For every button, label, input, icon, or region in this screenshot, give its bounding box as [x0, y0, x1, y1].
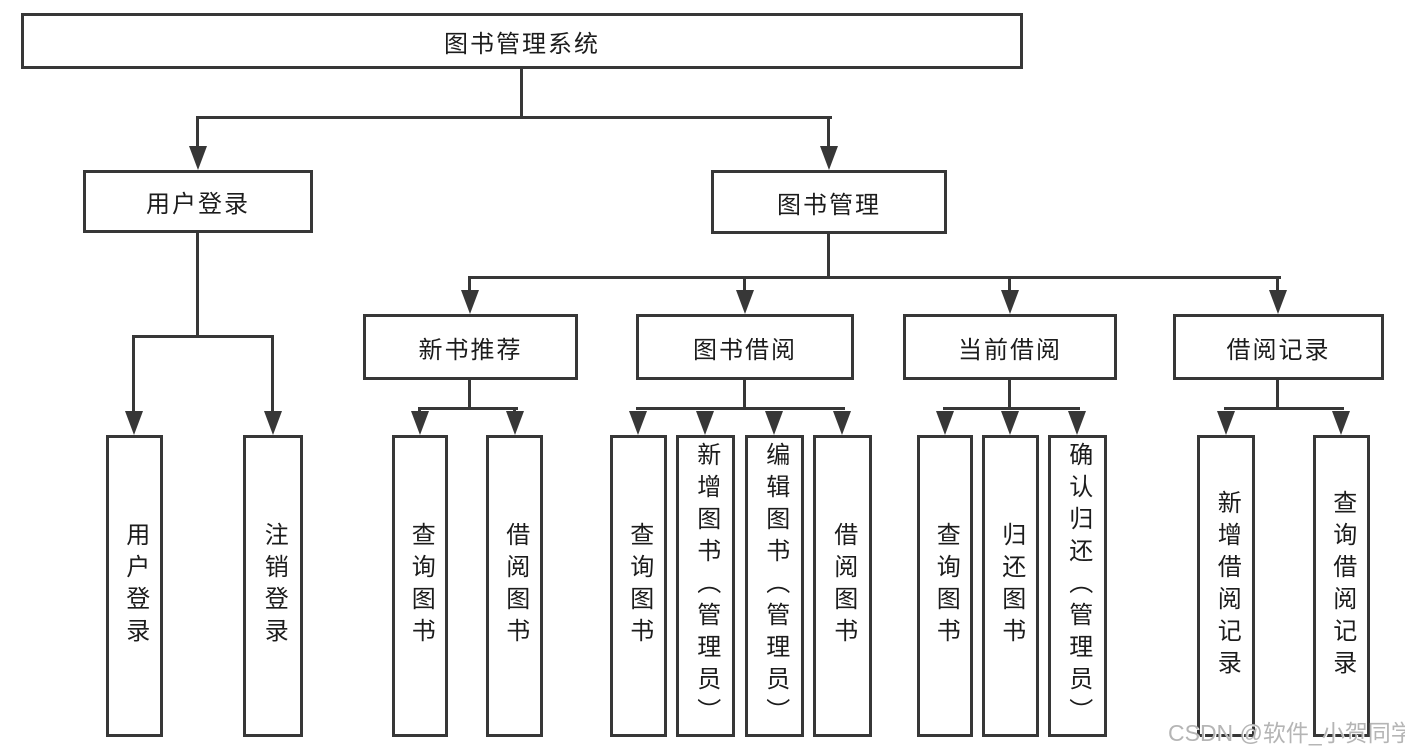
node-label: 借阅图书: [829, 522, 857, 650]
connector-stem: [1008, 380, 1011, 409]
arrowhead-icon: [696, 411, 714, 435]
arrowhead-icon: [736, 290, 754, 314]
node-label: 新增图书（管理员）: [692, 442, 720, 730]
node-label: 图书借阅: [693, 336, 797, 364]
node-root: 图书管理系统: [21, 13, 1023, 69]
connector-stem: [196, 233, 199, 337]
connector-stem: [827, 116, 830, 152]
node-query-book-1: 查询图书: [392, 435, 448, 737]
node-label: 当前借阅: [958, 336, 1062, 364]
node-label: 查询图书: [625, 522, 653, 650]
arrowhead-icon: [264, 411, 282, 435]
connector-stem: [468, 380, 471, 409]
arrowhead-icon: [506, 411, 524, 435]
node-query-book-3: 查询图书: [917, 435, 973, 737]
arrowhead-icon: [1332, 411, 1350, 435]
node-label: 借阅图书: [501, 522, 529, 650]
node-label: 确认归还（管理员）: [1064, 442, 1092, 730]
connector-stem: [271, 335, 274, 417]
connector-l3-hbar: [468, 276, 1281, 279]
connector-stem: [1276, 380, 1279, 409]
arrowhead-icon: [833, 411, 851, 435]
node-label: 编辑图书（管理员）: [761, 442, 789, 730]
node-label: 借阅记录: [1226, 336, 1331, 364]
arrowhead-icon: [1001, 290, 1019, 314]
arrowhead-icon: [461, 290, 479, 314]
connector-hbar: [943, 407, 1080, 410]
arrowhead-icon: [411, 411, 429, 435]
node-logout-leaf: 注销登录: [243, 435, 303, 737]
connector-stem: [743, 380, 746, 409]
connector-l2-hbar: [196, 116, 832, 119]
node-label: 注销登录: [260, 522, 288, 650]
connector-stem: [1276, 276, 1279, 296]
arrowhead-icon: [936, 411, 954, 435]
node-label: 用户登录: [146, 191, 250, 218]
connector-hbar: [418, 407, 518, 410]
connector-stem: [743, 276, 746, 296]
connector-stem: [1008, 276, 1011, 296]
node-label: 归还图书: [997, 522, 1025, 650]
node-return-book: 归还图书: [982, 435, 1039, 737]
node-borrowing-records: 借阅记录: [1173, 314, 1384, 380]
node-label: 查询借阅记录: [1328, 490, 1356, 682]
node-book-borrowing: 图书借阅: [636, 314, 854, 380]
node-query-book-2: 查询图书: [610, 435, 667, 737]
arrowhead-icon: [189, 146, 207, 170]
node-label: 图书管理系统: [444, 30, 600, 58]
node-label: 查询图书: [407, 522, 435, 650]
node-borrow-book-2: 借阅图书: [813, 435, 872, 737]
connector-hbar: [132, 335, 274, 338]
arrowhead-icon: [1068, 411, 1086, 435]
connector-stem: [196, 116, 199, 152]
arrowhead-icon: [1001, 411, 1019, 435]
connector-stem: [132, 335, 135, 417]
node-book-management: 图书管理: [711, 170, 947, 234]
connector-stem: [827, 234, 830, 278]
watermark: CSDN @软件_小贺同学: [1168, 720, 1405, 746]
node-edit-book-admin: 编辑图书（管理员）: [745, 435, 804, 737]
arrowhead-icon: [629, 411, 647, 435]
connector-root-stem: [520, 69, 523, 118]
node-borrow-book-1: 借阅图书: [486, 435, 543, 737]
node-current-borrowing: 当前借阅: [903, 314, 1117, 380]
node-confirm-return-admin: 确认归还（管理员）: [1048, 435, 1107, 737]
connector-hbar: [636, 407, 845, 410]
node-label: 查询图书: [932, 522, 960, 650]
arrowhead-icon: [1217, 411, 1235, 435]
node-login-leaf: 用户登录: [106, 435, 163, 737]
connector-stem: [468, 276, 471, 296]
node-label: 新增借阅记录: [1213, 490, 1241, 682]
arrowhead-icon: [1269, 290, 1287, 314]
node-add-borrow-record: 新增借阅记录: [1197, 435, 1255, 737]
node-label: 图书管理: [777, 191, 881, 219]
connector-hbar: [1224, 407, 1344, 410]
arrowhead-icon: [765, 411, 783, 435]
arrowhead-icon: [820, 146, 838, 170]
node-label: 用户登录: [121, 522, 149, 650]
node-new-book-recommendation: 新书推荐: [363, 314, 578, 380]
arrowhead-icon: [125, 411, 143, 435]
node-add-book-admin: 新增图书（管理员）: [676, 435, 735, 737]
node-query-borrow-record: 查询借阅记录: [1313, 435, 1370, 737]
node-label: 新书推荐: [418, 336, 523, 364]
node-user-login: 用户登录: [83, 170, 313, 233]
